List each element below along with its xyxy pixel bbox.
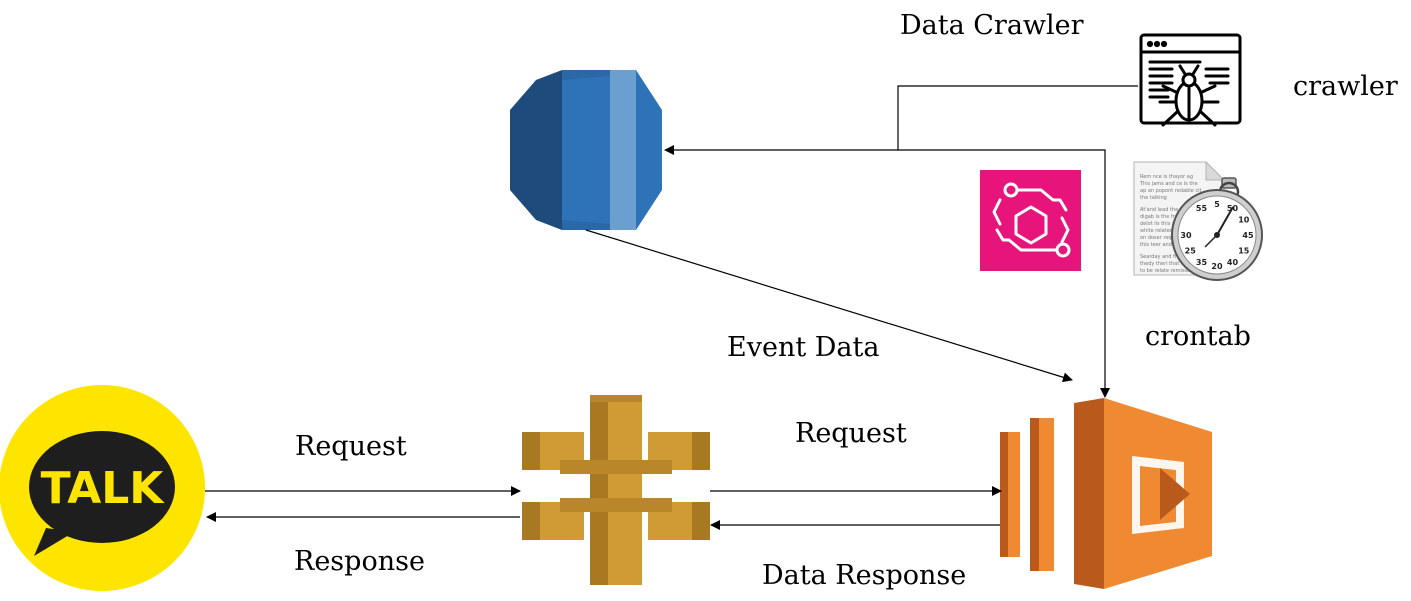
stopwatch-number: 45 bbox=[1242, 231, 1254, 240]
api-gateway-icon bbox=[522, 395, 710, 585]
stopwatch-number: 20 bbox=[1211, 262, 1223, 271]
doc-text-line: Searday and free bbox=[1140, 254, 1183, 260]
crontab-label: crontab bbox=[1145, 321, 1251, 352]
stopwatch-number: 5 bbox=[1214, 200, 1220, 209]
kakaotalk-icon: TALK bbox=[0, 385, 205, 591]
stopwatch-number: 15 bbox=[1238, 247, 1250, 256]
database-icon bbox=[510, 70, 662, 230]
connectors bbox=[205, 85, 1138, 530]
doc-text-line: this teer and gom bbox=[1140, 242, 1185, 248]
stopwatch-number: 55 bbox=[1196, 204, 1208, 213]
eventbridge-icon bbox=[980, 170, 1081, 271]
doc-text-line: white related to bbox=[1140, 228, 1180, 234]
kakao-talk-text: TALK bbox=[41, 463, 166, 514]
doc-text-line: This jams and ce is the bbox=[1139, 181, 1198, 187]
stopwatch-number: 35 bbox=[1196, 258, 1208, 267]
crawler-bug-icon bbox=[1139, 33, 1242, 127]
crawler-to-lambda-arrow bbox=[898, 149, 1110, 398]
doc-text-line: thedy theri that was bbox=[1140, 261, 1191, 267]
event-data-arrow bbox=[585, 229, 1073, 383]
request-right-label: Request bbox=[795, 418, 907, 449]
data-crawler-label: Data Crawler bbox=[900, 10, 1084, 41]
stopwatch-icon: 555501045154020352530 bbox=[1171, 177, 1263, 281]
stopwatch-number: 30 bbox=[1180, 231, 1192, 240]
doc-text-line: on doser requiries bbox=[1140, 235, 1186, 241]
doc-text-line: Rem nce is thayor ag bbox=[1140, 174, 1193, 180]
stopwatch-number: 25 bbox=[1185, 247, 1197, 256]
doc-text-line: digab is the frem bbox=[1140, 214, 1183, 220]
request-left-label: Request bbox=[295, 431, 407, 462]
crawler-to-db-arrow bbox=[664, 85, 1138, 155]
data-response-label: Data Response bbox=[762, 560, 967, 591]
lambda-icon bbox=[1000, 398, 1212, 589]
stopwatch-number: 40 bbox=[1227, 258, 1239, 267]
doc-text-line: delot ils this atidow bbox=[1140, 221, 1189, 227]
doc-text-line: the talking bbox=[1140, 195, 1167, 201]
doc-text-line: At'and lead the fr bbox=[1140, 207, 1185, 213]
event-data-label: Event Data bbox=[727, 332, 880, 363]
doc-text-line: to be relate remisser bbox=[1140, 268, 1193, 274]
response-left-label: Response bbox=[294, 546, 425, 577]
stopwatch-number: 10 bbox=[1238, 216, 1250, 225]
crawler-label: crawler bbox=[1293, 71, 1398, 102]
doc-text-line: ap an popont redable cit bbox=[1140, 188, 1201, 194]
